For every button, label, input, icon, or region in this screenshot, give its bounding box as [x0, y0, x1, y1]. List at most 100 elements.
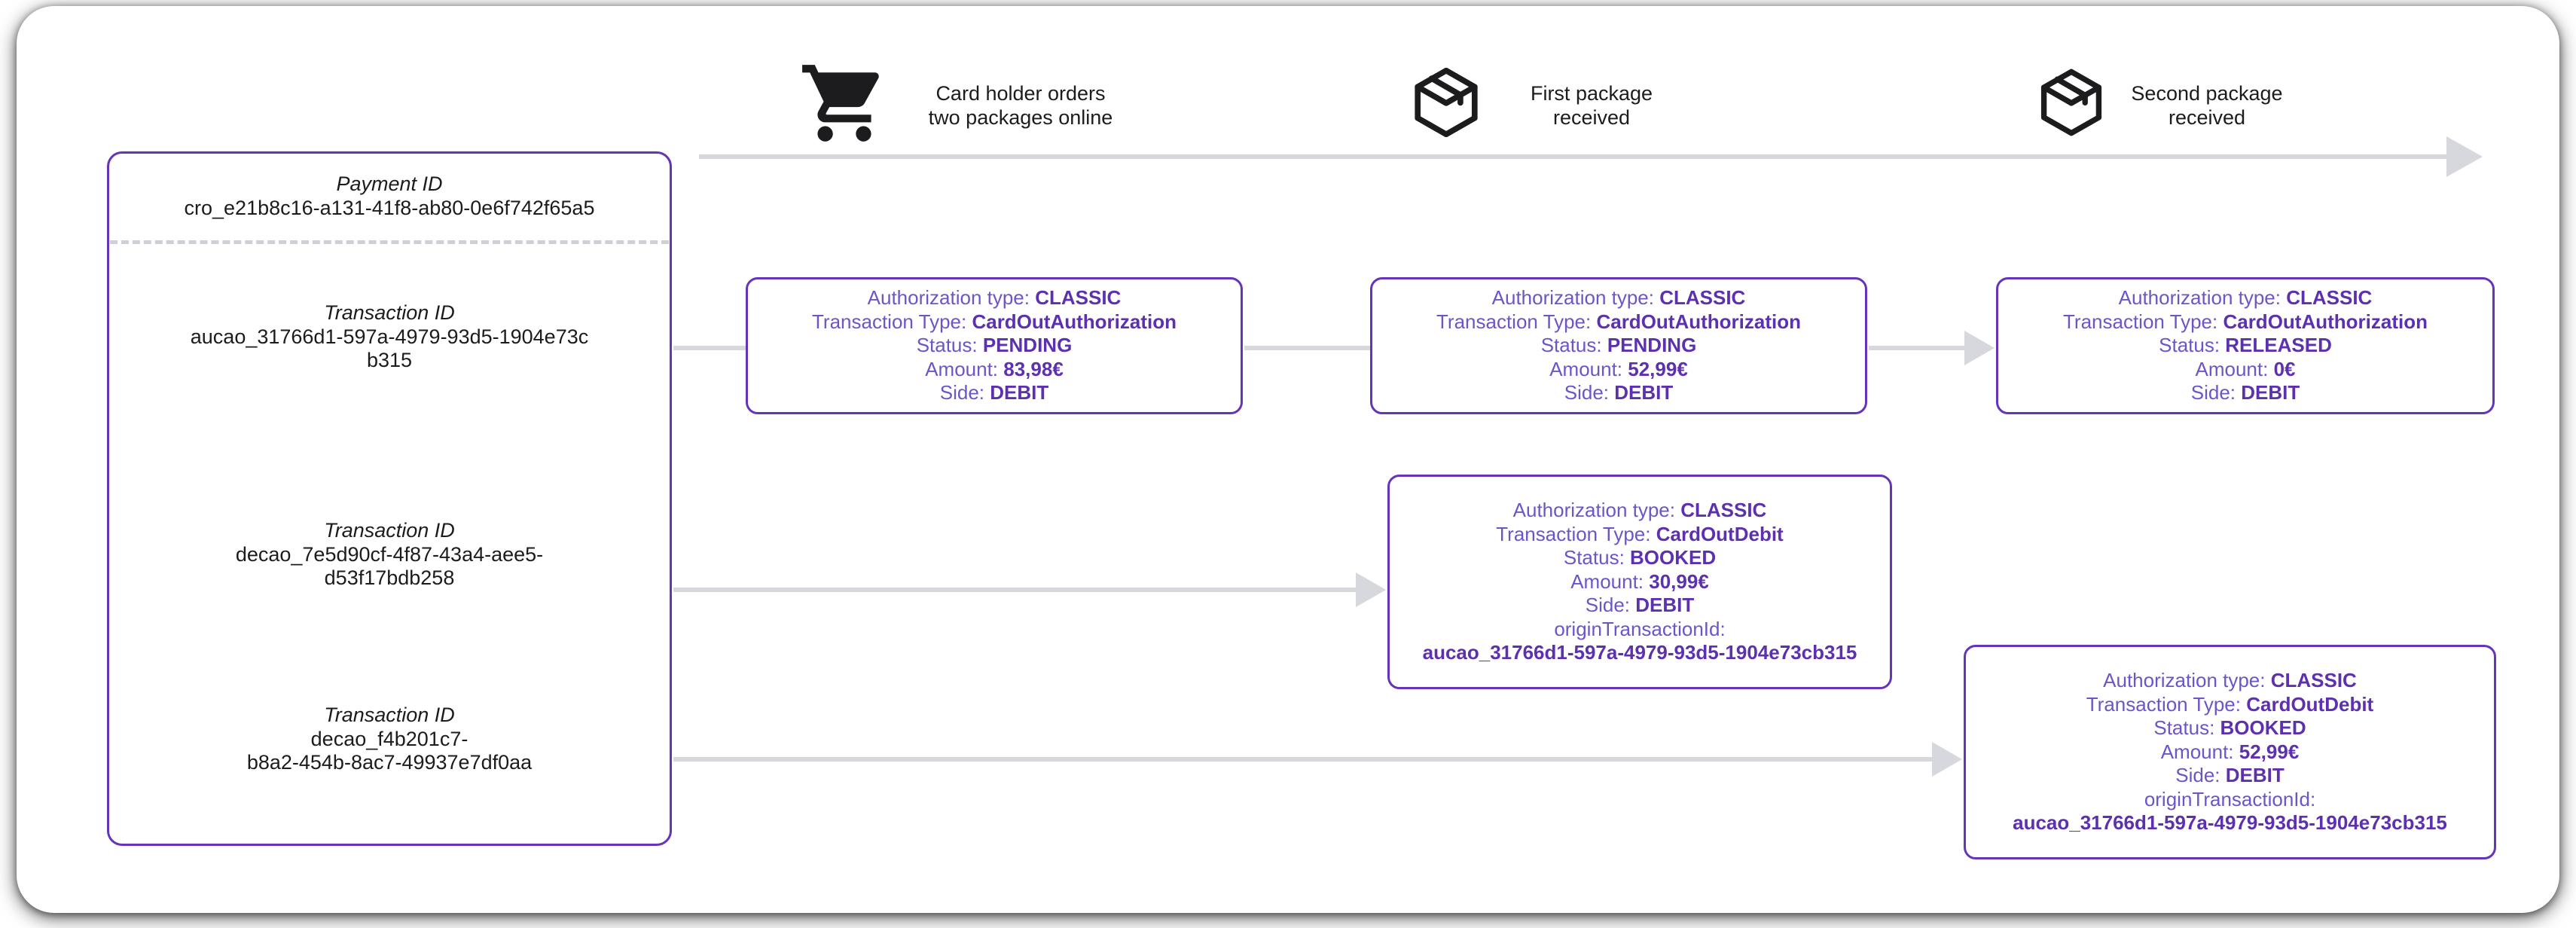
step-caption-line: First package	[1530, 82, 1653, 105]
field-value: aucao_31766d1-597a-4979-93d5-1904e73cb31…	[1422, 641, 1857, 664]
field-label: Amount:	[2195, 357, 2274, 380]
field-label: Authorization type:	[1512, 499, 1681, 522]
box-line: Amount: 83,98€	[748, 358, 1241, 382]
connector-line	[1869, 346, 1967, 350]
origin-transaction-id: aucao_31766d1-597a-4979-93d5-1904e73cb31…	[1390, 641, 1890, 665]
transaction-id-value: decao_f4b201c7-	[310, 727, 469, 750]
box-line: Transaction Type: CardOutAuthorization	[1998, 310, 2492, 334]
field-value: BOOKED	[1630, 546, 1717, 569]
box-line: Amount: 0€	[1998, 358, 2492, 382]
connector-line	[673, 346, 746, 350]
step-caption-line: two packages online	[928, 105, 1113, 129]
field-value: CardOutDebit	[1656, 522, 1784, 545]
step-caption-second-package: Second package received	[2056, 82, 2358, 130]
box-line: Side: DEBIT	[1998, 381, 2492, 405]
box-line: Status: BOOKED	[1390, 546, 1890, 570]
field-label: Side:	[2190, 381, 2242, 404]
box-line: Authorization type: CLASSIC	[748, 286, 1241, 310]
field-label: Status:	[2153, 716, 2220, 740]
box-line: Side: DEBIT	[748, 381, 1241, 405]
field-label: Amount:	[1570, 569, 1650, 593]
field-value: PENDING	[982, 334, 1073, 357]
box-line: Transaction Type: CardOutDebit	[1966, 693, 2494, 717]
box-line: Transaction Type: CardOutAuthorization	[748, 310, 1241, 334]
field-label: Transaction Type:	[812, 310, 972, 333]
field-value: DEBIT	[1614, 381, 1674, 404]
step-caption-line: received	[1552, 105, 1631, 129]
transaction-id-value: aucao_31766d1-597a-4979-93d5-1904e73c	[190, 325, 589, 348]
box-line: Authorization type: CLASSIC	[1390, 499, 1890, 523]
step-caption-order: Card holder orders two packages online	[870, 82, 1171, 130]
step-caption-line: Second package	[2131, 82, 2283, 105]
field-value: 52,99€	[1628, 357, 1688, 380]
box-line: Side: DEBIT	[1966, 764, 2494, 788]
field-value: PENDING	[1607, 334, 1697, 357]
transaction-id-value: b8a2-454b-8ac7-49937e7df0aa	[246, 751, 533, 774]
field-value: DEBIT	[2241, 381, 2300, 404]
field-value: CardOutAuthorization	[2223, 310, 2428, 333]
field-label: Status:	[1563, 546, 1631, 569]
box-line: Status: BOOKED	[1966, 716, 2494, 740]
field-label: Side:	[1564, 381, 1615, 404]
field-value: DEBIT	[990, 381, 1049, 404]
step-caption-line: Card holder orders	[935, 82, 1106, 105]
transaction-box-authorization-2: Authorization type: CLASSIC Transaction …	[1370, 277, 1867, 414]
field-value: aucao_31766d1-597a-4979-93d5-1904e73cb31…	[2013, 811, 2447, 835]
transaction-id-value: decao_7e5d90cf-4f87-43a4-aee5-	[235, 542, 544, 566]
transaction-id-block: Transaction ID aucao_31766d1-597a-4979-9…	[107, 301, 672, 373]
field-label: Transaction Type:	[2063, 310, 2223, 333]
connector-arrowhead	[1964, 331, 1995, 365]
field-value: CLASSIC	[2270, 669, 2357, 692]
package-icon	[1415, 67, 1478, 138]
box-line: Authorization type: CLASSIC	[1372, 286, 1865, 310]
field-value: CLASSIC	[2286, 286, 2373, 310]
step-caption-line: received	[2168, 105, 2246, 129]
box-line: Status: PENDING	[1372, 334, 1865, 358]
field-label: Transaction Type:	[1436, 310, 1597, 333]
field-value: 30,99€	[1649, 569, 1709, 593]
box-line: Amount: 52,99€	[1372, 358, 1865, 382]
step-caption-first-package: First package received	[1441, 82, 1742, 130]
box-line: Amount: 52,99€	[1966, 740, 2494, 765]
box-line: Status: PENDING	[748, 334, 1241, 358]
transaction-box-debit-2: Authorization type: CLASSIC Transaction …	[1964, 645, 2496, 859]
box-line: originTransactionId:	[1966, 788, 2494, 812]
transaction-id-value: b315	[366, 349, 413, 371]
field-value: 83,98€	[1003, 357, 1064, 380]
box-line: Authorization type: CLASSIC	[1966, 669, 2494, 693]
field-label: Authorization type:	[1491, 286, 1660, 310]
field-value: CardOutAuthorization	[1596, 310, 1801, 333]
box-line: Side: DEBIT	[1372, 381, 1865, 405]
field-label: Amount:	[2160, 740, 2239, 763]
box-line: Status: RELEASED	[1998, 334, 2492, 358]
transaction-id-block: Transaction ID decao_f4b201c7- b8a2-454b…	[107, 704, 672, 775]
field-label: Status:	[1540, 334, 1607, 357]
payment-id-label: Payment ID	[336, 172, 443, 195]
transaction-id-block: Transaction ID decao_7e5d90cf-4f87-43a4-…	[107, 519, 672, 591]
transaction-box-authorization-1: Authorization type: CLASSIC Transaction …	[746, 277, 1243, 414]
box-line: originTransactionId:	[1390, 618, 1890, 642]
field-label: Authorization type:	[2103, 669, 2271, 692]
transaction-id-label: Transaction ID	[324, 519, 455, 542]
timeline-arrowhead	[2446, 136, 2483, 177]
connector-line	[673, 588, 1357, 592]
connector-arrowhead	[1356, 572, 1386, 607]
origin-transaction-id: aucao_31766d1-597a-4979-93d5-1904e73cb31…	[1966, 811, 2494, 835]
payment-id-block: Payment ID cro_e21b8c16-a131-41f8-ab80-0…	[107, 172, 672, 220]
field-value: RELEASED	[2225, 334, 2332, 357]
field-value: BOOKED	[2220, 716, 2306, 740]
field-label: Side:	[939, 381, 990, 404]
field-value: CardOutAuthorization	[972, 310, 1177, 333]
field-value: CLASSIC	[1659, 286, 1746, 310]
connector-line	[673, 757, 1934, 762]
field-label: Authorization type:	[867, 286, 1036, 310]
field-label: Authorization type:	[2118, 286, 2287, 310]
field-label: Amount:	[925, 357, 1004, 380]
diagram-canvas: Card holder orders two packages online F…	[17, 6, 2559, 913]
timeline-axis	[699, 154, 2465, 159]
field-label: originTransactionId:	[2144, 787, 2316, 810]
field-label: originTransactionId:	[1554, 617, 1726, 640]
box-line: Transaction Type: CardOutDebit	[1390, 523, 1890, 547]
field-label: Amount:	[1549, 357, 1628, 380]
